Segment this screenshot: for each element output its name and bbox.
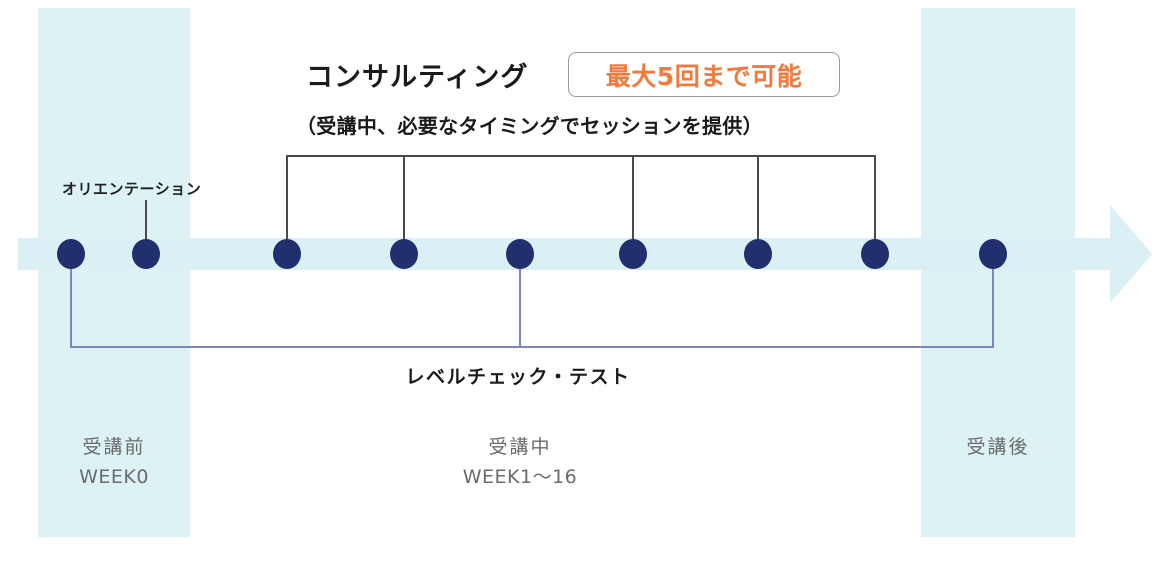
consulting-stem-2	[403, 155, 405, 242]
consulting-heading: コンサルティング	[306, 62, 529, 93]
level-check-drop-3	[992, 255, 994, 348]
timeline-node[interactable]	[861, 239, 889, 269]
consulting-stem-5	[874, 155, 876, 242]
timeline-node[interactable]	[744, 239, 772, 269]
timeline-node[interactable]	[619, 239, 647, 269]
consulting-badge-label: 最大5回まで可能	[605, 61, 803, 91]
phase-weeks-pre: WEEK0	[79, 466, 149, 488]
level-check-drop-1	[70, 255, 72, 348]
phase-weeks-during: WEEK1〜16	[462, 466, 578, 488]
phase-column-post	[921, 8, 1075, 537]
consulting-stem-3	[632, 155, 634, 242]
timeline-bar	[18, 238, 1092, 270]
consulting-bracket-rail	[287, 155, 876, 157]
phase-name-post: 受講後	[966, 436, 1030, 458]
consulting-stem-1	[286, 155, 288, 242]
consulting-subtitle: （受講中、必要なタイミングでセッションを提供）	[296, 114, 763, 138]
phase-name-pre: 受講前	[82, 436, 146, 458]
level-check-rail	[70, 346, 994, 348]
consulting-stem-4	[757, 155, 759, 242]
phase-caption-pre: 受講前 WEEK0	[38, 432, 190, 492]
timeline-node[interactable]	[273, 239, 301, 269]
timeline-arrow-icon	[1074, 205, 1152, 303]
phase-caption-during: 受講中 WEEK1〜16	[420, 432, 620, 492]
level-check-label: レベルチェック・テスト	[405, 366, 631, 388]
timeline-node[interactable]	[979, 239, 1007, 269]
timeline-node[interactable]	[390, 239, 418, 269]
phase-column-pre	[38, 8, 190, 537]
timeline-node[interactable]	[132, 239, 160, 269]
phase-name-during: 受講中	[488, 436, 552, 458]
consulting-badge: 最大5回まで可能	[568, 52, 840, 97]
timeline-node[interactable]	[506, 239, 534, 269]
phase-caption-post: 受講後	[921, 432, 1075, 462]
orientation-label: オリエンテーション	[62, 180, 202, 198]
orientation-stem	[145, 200, 147, 242]
level-check-drop-2	[519, 255, 521, 348]
timeline-node[interactable]	[57, 239, 85, 269]
